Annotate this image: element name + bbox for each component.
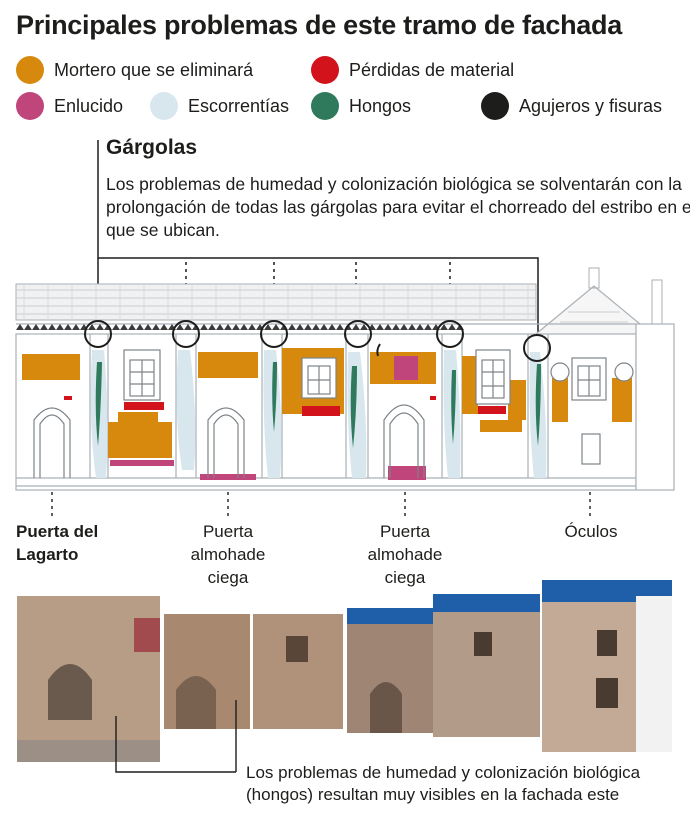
facade-windows xyxy=(123,349,634,465)
facade-arches xyxy=(33,404,425,478)
gargolas-description: Los problemas de humedad y colonización … xyxy=(106,174,690,240)
legend-swatch-agujeros xyxy=(481,92,509,120)
hongos-areas xyxy=(95,362,541,448)
perdidas-areas xyxy=(64,396,506,416)
label-puerta-lagarto: Puerta del Lagarto xyxy=(16,522,99,564)
legend-perdidas: Pérdidas de material xyxy=(311,56,514,84)
gargoyle-circles xyxy=(84,320,551,362)
cornice-teeth xyxy=(16,324,464,330)
label-puerta-almohade-1: Puerta almohade ciega xyxy=(190,522,266,587)
legend-escorrentias: Escorrentías xyxy=(150,92,289,120)
legend-label: Pérdidas de material xyxy=(349,59,515,80)
caption-leaders xyxy=(115,700,237,773)
facade-roof xyxy=(15,267,663,337)
legend-label: Enlucido xyxy=(54,95,124,116)
label-leaders xyxy=(51,492,591,516)
gargolas-title: Gárgolas xyxy=(106,136,198,159)
legend-mortero: Mortero que se eliminará xyxy=(16,56,253,84)
legend-swatch-enlucido xyxy=(16,92,44,120)
photo-strip xyxy=(17,574,672,762)
enlucido-areas xyxy=(110,356,426,480)
legend-hongos: Hongos xyxy=(311,92,411,120)
legend-label: Hongos xyxy=(349,95,412,116)
photo-caption: Los problemas de humedad y colonización … xyxy=(246,763,641,804)
legend-swatch-perdidas xyxy=(311,56,339,84)
label-oculos: Óculos xyxy=(564,522,618,541)
legend-label: Mortero que se eliminará xyxy=(54,59,254,80)
legend-enlucido: Enlucido xyxy=(16,92,123,120)
legend-swatch-escorrentias xyxy=(150,92,178,120)
legend-swatch-mortero xyxy=(16,56,44,84)
agujeros-marks xyxy=(376,343,381,357)
legend-label: Escorrentías xyxy=(188,95,290,116)
legend-swatch-hongos xyxy=(311,92,339,120)
legend-agujeros: Agujeros y fisuras xyxy=(481,92,662,120)
label-puerta-almohade-2: Puerta almohade ciega xyxy=(367,522,443,587)
infographic-title: Principales problemas de este tramo de f… xyxy=(16,10,622,40)
legend-label: Agujeros y fisuras xyxy=(519,95,663,116)
